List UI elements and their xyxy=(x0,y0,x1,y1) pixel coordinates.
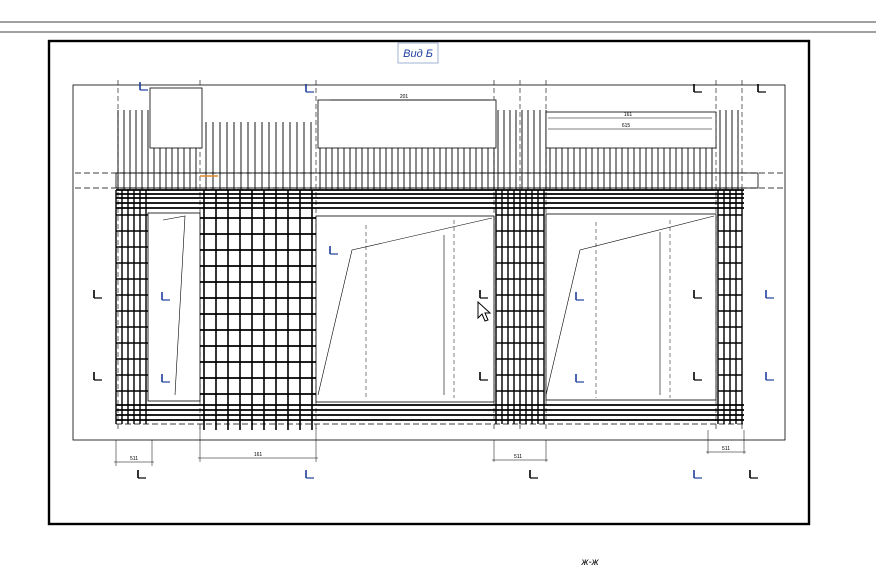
opening-center xyxy=(315,215,495,403)
top-panel-center xyxy=(317,99,497,149)
section-mark-icon xyxy=(305,84,314,93)
dim-top-right: 161 xyxy=(624,112,633,118)
section-mark-icon xyxy=(529,470,538,479)
dim-bottom-mid: 511 xyxy=(492,440,548,462)
opening-right xyxy=(545,213,717,401)
section-mark-icon xyxy=(479,372,488,381)
section-mark-icon xyxy=(749,470,758,479)
section-mark-icon xyxy=(693,470,702,479)
section-mark-icon xyxy=(765,290,774,299)
section-label: ж-ж xyxy=(580,557,599,568)
section-mark-icon xyxy=(137,470,146,479)
view-title-text: Вид Б xyxy=(403,48,433,60)
dim-top-right-inner: 615 xyxy=(622,123,631,129)
section-mark-icon xyxy=(139,82,148,91)
sheet-frame xyxy=(47,39,811,526)
mouse-pointer-icon xyxy=(477,300,492,322)
dim-bottom-left: 511 xyxy=(114,440,154,466)
slab-band xyxy=(115,172,759,189)
section-mark-icon xyxy=(93,372,102,381)
dim-top-center: 201 xyxy=(400,94,409,100)
section-mark-icon xyxy=(161,292,170,301)
top-panel-left xyxy=(149,87,203,149)
drawing-boundary xyxy=(72,84,786,441)
section-mark-icon xyxy=(479,290,488,299)
section-mark-icon xyxy=(575,374,584,383)
section-mark-icon xyxy=(329,246,338,255)
section-mark-icon xyxy=(93,290,102,299)
svg-text:511: 511 xyxy=(514,454,522,460)
section-mark-icon xyxy=(693,84,702,93)
svg-text:511: 511 xyxy=(130,456,138,462)
section-mark-icon xyxy=(757,84,766,93)
svg-text:161: 161 xyxy=(254,452,263,458)
section-mark-icon xyxy=(765,372,774,381)
dim-bottom-bay: 161 xyxy=(198,428,318,462)
section-mark-icon xyxy=(305,470,314,479)
section-mark-icon xyxy=(693,290,702,299)
section-mark-icon xyxy=(575,292,584,301)
section-mark-icon xyxy=(693,372,702,381)
section-mark-icon xyxy=(161,374,170,383)
svg-text:511: 511 xyxy=(722,446,730,452)
dim-bottom-right: 511 xyxy=(706,430,746,454)
view-title[interactable]: Вид Б xyxy=(397,42,439,64)
section-markers xyxy=(93,82,774,479)
opening-left xyxy=(147,212,201,402)
